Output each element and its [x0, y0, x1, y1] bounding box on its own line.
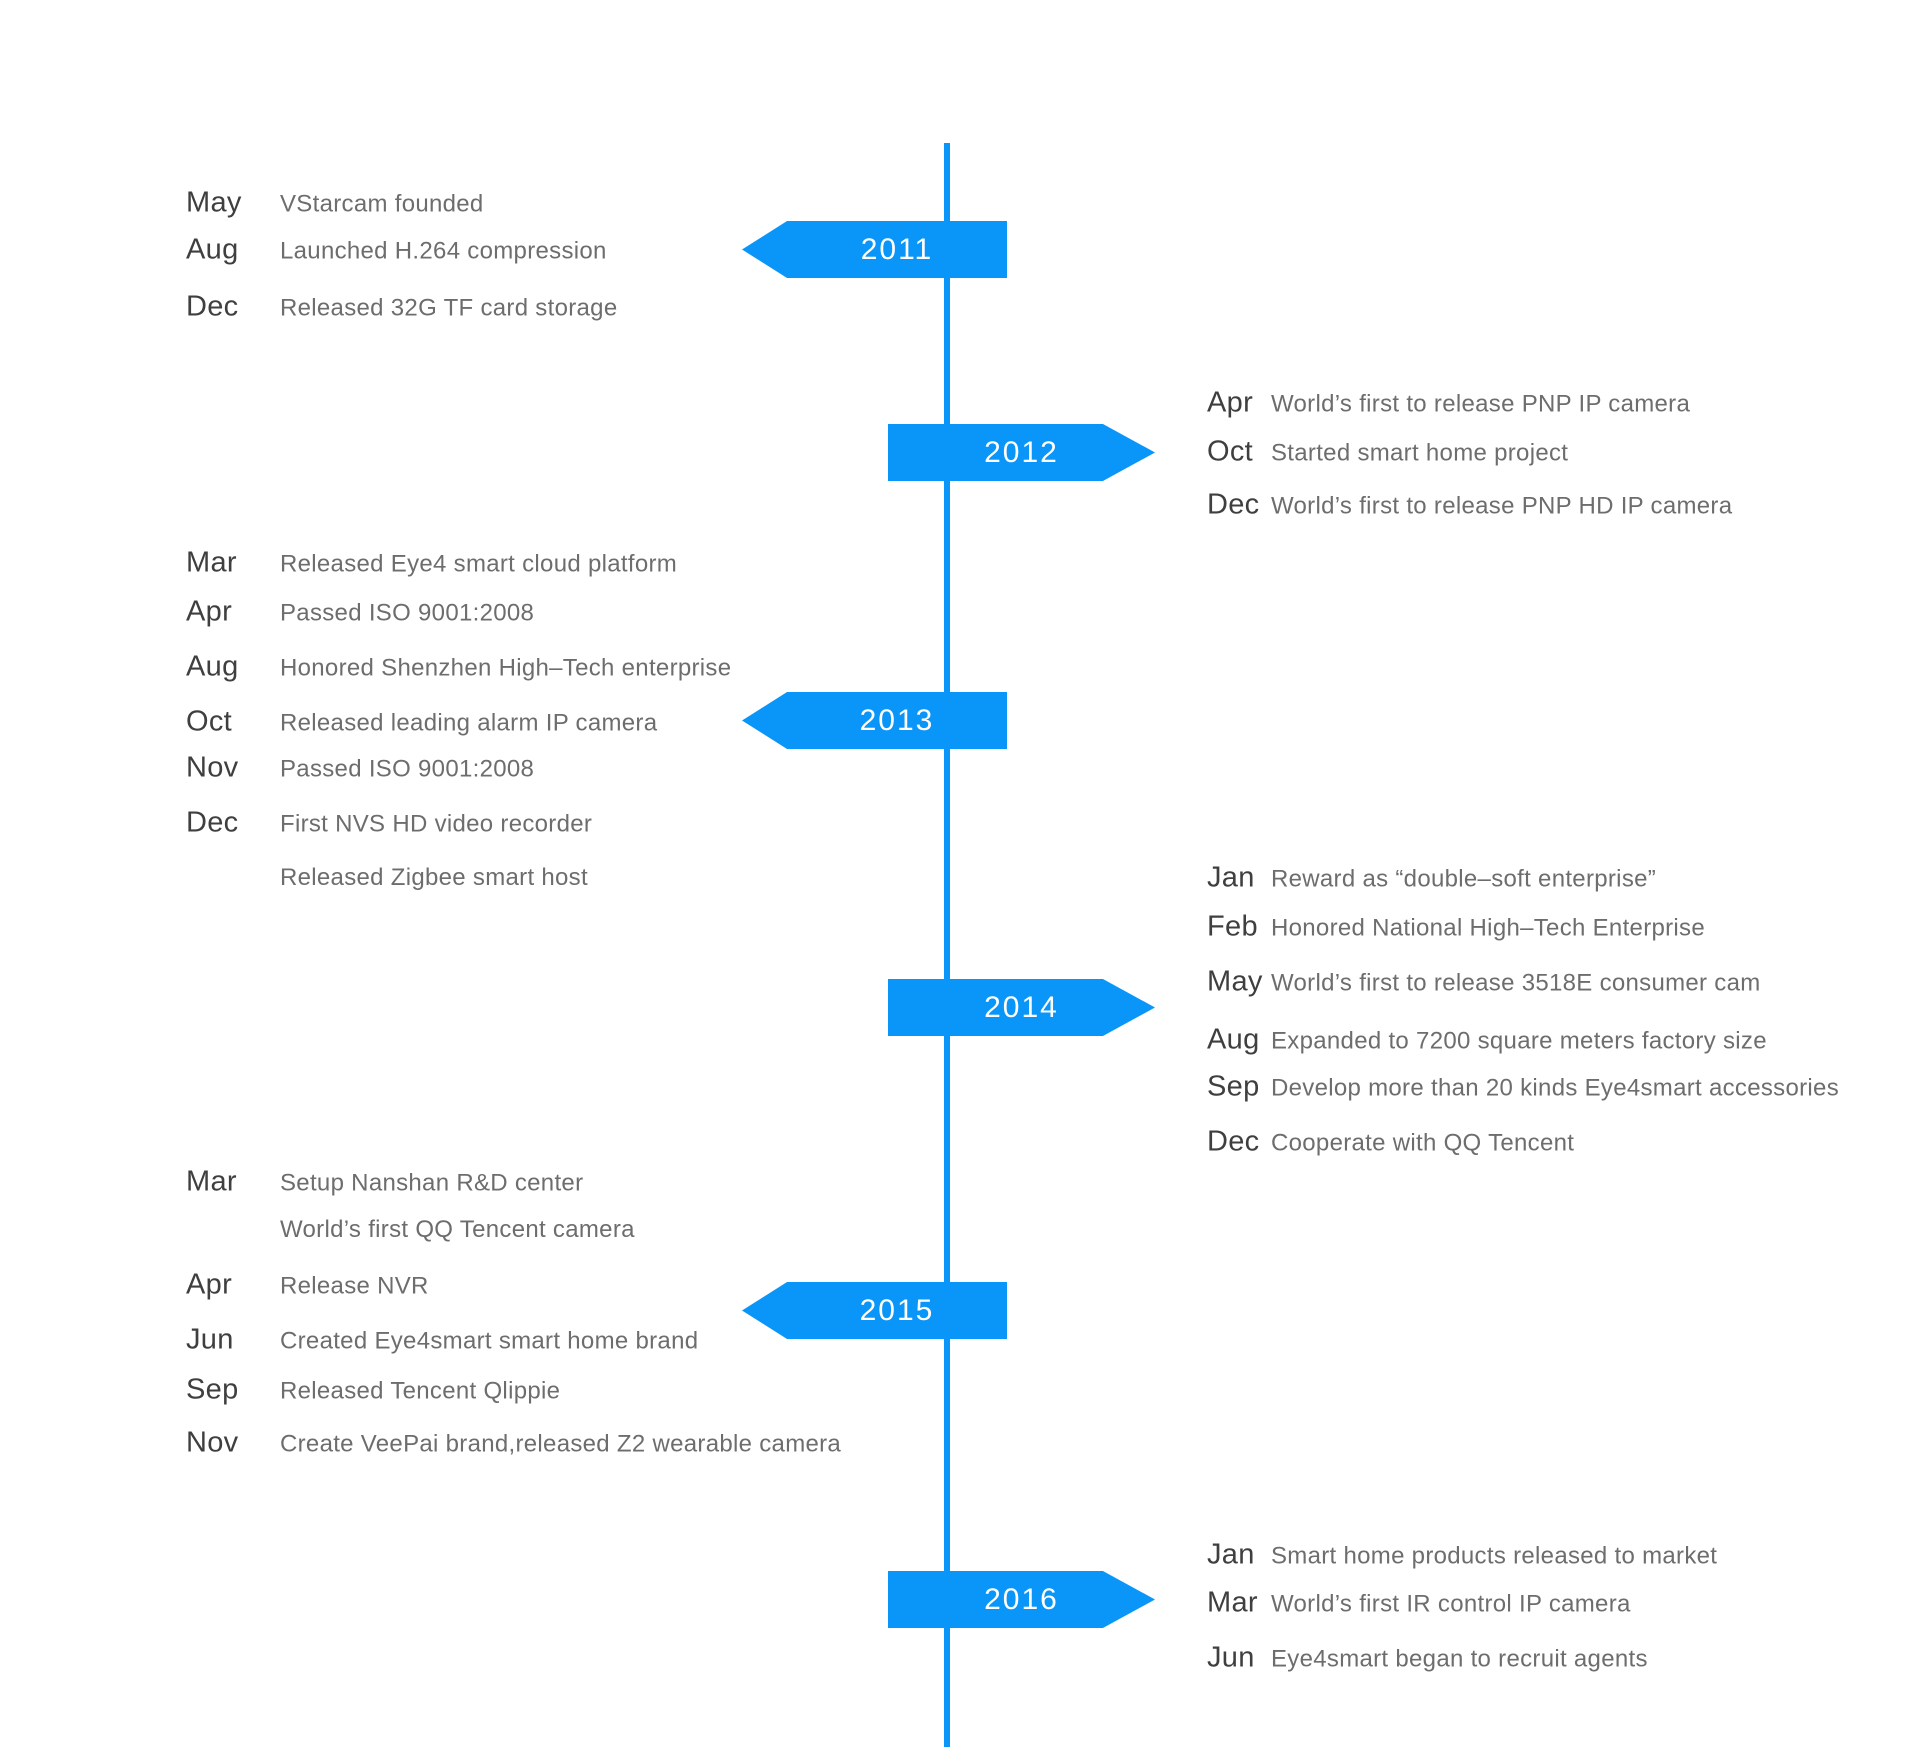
- event-text: Released Eye4 smart cloud platform: [280, 550, 678, 578]
- event-row: Mar World’s first IR control IP camera: [1207, 1587, 1631, 1620]
- event-text: Smart home products released to market: [1271, 1542, 1718, 1570]
- event-row: Aug Launched H.264 compression: [186, 234, 607, 267]
- event-month: Dec: [1207, 1125, 1260, 1158]
- event-row: Sep Develop more than 20 kinds Eye4smart…: [1207, 1071, 1839, 1104]
- year-label-2014: 2014: [984, 990, 1059, 1024]
- event-text: Started smart home project: [1271, 439, 1569, 467]
- event-text: World’s first to release PNP IP camera: [1271, 390, 1691, 418]
- year-label-2012: 2012: [984, 435, 1059, 469]
- event-month: Jan: [1207, 1538, 1255, 1571]
- timeline-axis-line: [944, 143, 950, 1747]
- event-row: Mar Setup Nanshan R&D center: [186, 1166, 583, 1199]
- event-text: Release NVR: [280, 1272, 429, 1300]
- event-month: Sep: [1207, 1070, 1260, 1103]
- year-marker-2016: 2016: [888, 1571, 1155, 1628]
- event-month: Oct: [186, 705, 233, 738]
- event-text: Honored National High–Tech Enterprise: [1271, 914, 1706, 942]
- event-text: Created Eye4smart smart home brand: [280, 1327, 699, 1355]
- event-row: Oct Started smart home project: [1207, 436, 1568, 469]
- year-label-2016: 2016: [984, 1582, 1059, 1616]
- event-row: Mar Released Eye4 smart cloud platform: [186, 547, 677, 580]
- event-row: World’s first QQ Tencent camera: [186, 1216, 635, 1244]
- event-row: Aug Honored Shenzhen High–Tech enterpris…: [186, 651, 731, 684]
- event-month: Jan: [1207, 861, 1255, 894]
- event-month: Aug: [1207, 1023, 1260, 1056]
- event-row: Apr World’s first to release PNP IP came…: [1207, 387, 1690, 420]
- year-marker-2011: 2011: [742, 221, 1007, 278]
- event-row: Nov Passed ISO 9001:2008: [186, 752, 534, 785]
- event-month: Apr: [1207, 386, 1254, 419]
- event-row: Apr Release NVR: [186, 1269, 429, 1302]
- event-text: Eye4smart began to recruit agents: [1271, 1645, 1648, 1673]
- event-month: Apr: [186, 595, 233, 628]
- event-text: Released Zigbee smart host: [280, 864, 588, 891]
- event-text: Released Tencent Qlippie: [280, 1377, 561, 1405]
- event-text: Launched H.264 compression: [280, 237, 607, 265]
- event-text: Released 32G TF card storage: [280, 294, 618, 322]
- event-text: VStarcam founded: [280, 190, 484, 218]
- event-row: Jan Smart home products released to mark…: [1207, 1539, 1717, 1572]
- event-text: First NVS HD video recorder: [280, 810, 593, 838]
- event-row: Dec Cooperate with QQ Tencent: [1207, 1126, 1574, 1159]
- event-month: Dec: [186, 806, 239, 839]
- event-text: Develop more than 20 kinds Eye4smart acc…: [1271, 1074, 1839, 1102]
- event-text: Cooperate with QQ Tencent: [1271, 1129, 1575, 1157]
- event-text: World’s first to release 3518E consumer …: [1271, 969, 1761, 997]
- event-row: Released Zigbee smart host: [186, 864, 588, 892]
- event-month: Nov: [186, 751, 239, 784]
- year-marker-2012: 2012: [888, 424, 1155, 481]
- event-row: May World’s first to release 3518E consu…: [1207, 966, 1761, 999]
- event-month: Mar: [186, 1165, 237, 1198]
- event-month: Mar: [186, 546, 237, 579]
- event-text: World’s first IR control IP camera: [1271, 1590, 1631, 1618]
- event-text: Passed ISO 9001:2008: [280, 755, 535, 783]
- event-month: Apr: [186, 1268, 233, 1301]
- event-text: Passed ISO 9001:2008: [280, 599, 535, 627]
- event-month: Sep: [186, 1373, 239, 1406]
- event-month: Aug: [186, 650, 239, 683]
- event-month: Nov: [186, 1426, 239, 1459]
- event-month: Mar: [1207, 1586, 1258, 1619]
- event-row: May VStarcam founded: [186, 187, 484, 220]
- event-row: Aug Expanded to 7200 square meters facto…: [1207, 1024, 1767, 1057]
- year-marker-2014: 2014: [888, 979, 1155, 1036]
- event-month: Jun: [1207, 1641, 1255, 1674]
- event-text: Honored Shenzhen High–Tech enterprise: [280, 654, 732, 682]
- year-marker-2013: 2013: [742, 692, 1007, 749]
- event-month: Oct: [1207, 435, 1254, 468]
- event-row: Jan Reward as “double–soft enterprise”: [1207, 862, 1656, 895]
- event-text: Create VeePai brand,released Z2 wearable…: [280, 1430, 842, 1458]
- event-row: Apr Passed ISO 9001:2008: [186, 596, 534, 629]
- year-label-2015: 2015: [859, 1293, 935, 1327]
- event-month: Aug: [186, 233, 239, 266]
- event-row: Oct Released leading alarm IP camera: [186, 706, 657, 739]
- event-row: Dec Released 32G TF card storage: [186, 291, 617, 324]
- year-label-2013: 2013: [859, 703, 935, 737]
- event-text: World’s first to release PNP HD IP camer…: [1271, 492, 1733, 520]
- event-month: May: [186, 186, 242, 219]
- event-text: Setup Nanshan R&D center: [280, 1169, 584, 1197]
- event-row: Nov Create VeePai brand,released Z2 wear…: [186, 1427, 841, 1460]
- event-row: Dec World’s first to release PNP HD IP c…: [1207, 489, 1732, 522]
- event-row: Sep Released Tencent Qlippie: [186, 1374, 560, 1407]
- event-text: Expanded to 7200 square meters factory s…: [1271, 1027, 1767, 1055]
- event-row: Feb Honored National High–Tech Enterpris…: [1207, 911, 1705, 944]
- event-text: World’s first QQ Tencent camera: [280, 1216, 635, 1243]
- event-row: Dec First NVS HD video recorder: [186, 807, 592, 840]
- event-row: Jun Created Eye4smart smart home brand: [186, 1324, 698, 1357]
- year-label-2011: 2011: [860, 232, 934, 266]
- year-marker-2015: 2015: [742, 1282, 1007, 1339]
- event-row: Jun Eye4smart began to recruit agents: [1207, 1642, 1648, 1675]
- event-month: Dec: [186, 290, 239, 323]
- event-text: Released leading alarm IP camera: [280, 709, 658, 737]
- event-month: Dec: [1207, 488, 1260, 521]
- event-text: Reward as “double–soft enterprise”: [1271, 865, 1657, 893]
- event-month: Jun: [186, 1323, 234, 1356]
- event-month: May: [1207, 965, 1263, 998]
- event-month: Feb: [1207, 910, 1258, 943]
